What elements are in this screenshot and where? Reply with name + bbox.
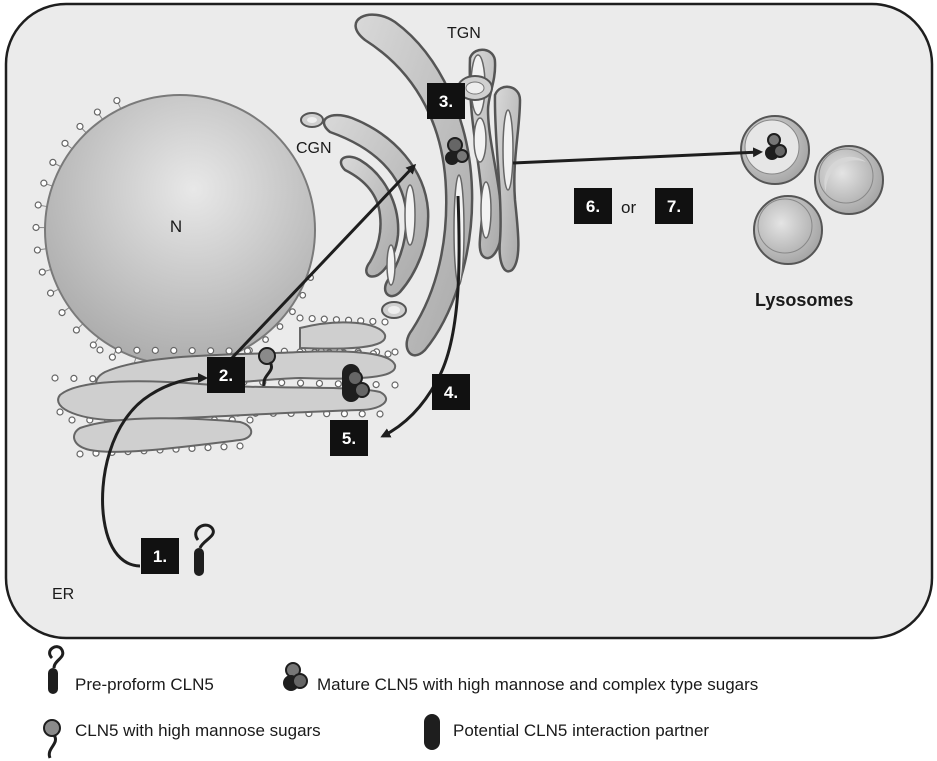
or-label: or — [621, 198, 636, 217]
legend-high-mannose-icon — [44, 720, 60, 758]
step-6-label: 6. — [586, 197, 600, 216]
step-7-label: 7. — [667, 197, 681, 216]
lysosomes-label: Lysosomes — [755, 290, 853, 310]
legend-preproform-icon — [48, 647, 63, 694]
lysosome-3 — [754, 196, 822, 264]
step-3-label: 3. — [439, 92, 453, 111]
legend-mature-icon — [283, 663, 307, 691]
legend-high-mannose-label: CLN5 with high mannose sugars — [75, 721, 321, 740]
step-4-label: 4. — [444, 383, 458, 402]
cgn-label: CGN — [296, 140, 332, 157]
legend-partner-icon — [424, 714, 440, 750]
step-2-label: 2. — [219, 366, 233, 385]
legend-mature-label: Mature CLN5 with high mannose and comple… — [317, 675, 758, 694]
step-5-label: 5. — [342, 429, 356, 448]
lysosome-2 — [815, 146, 883, 214]
step-1-label: 1. — [153, 547, 167, 566]
tgn-label: TGN — [447, 25, 481, 42]
nucleus-label: N — [170, 217, 182, 236]
legend: Pre-proform CLN5 Mature CLN5 with high m… — [44, 647, 758, 758]
legend-partner-label: Potential CLN5 interaction partner — [453, 721, 709, 740]
er-label: ER — [52, 586, 74, 603]
legend-preproform-label: Pre-proform CLN5 — [75, 675, 214, 694]
